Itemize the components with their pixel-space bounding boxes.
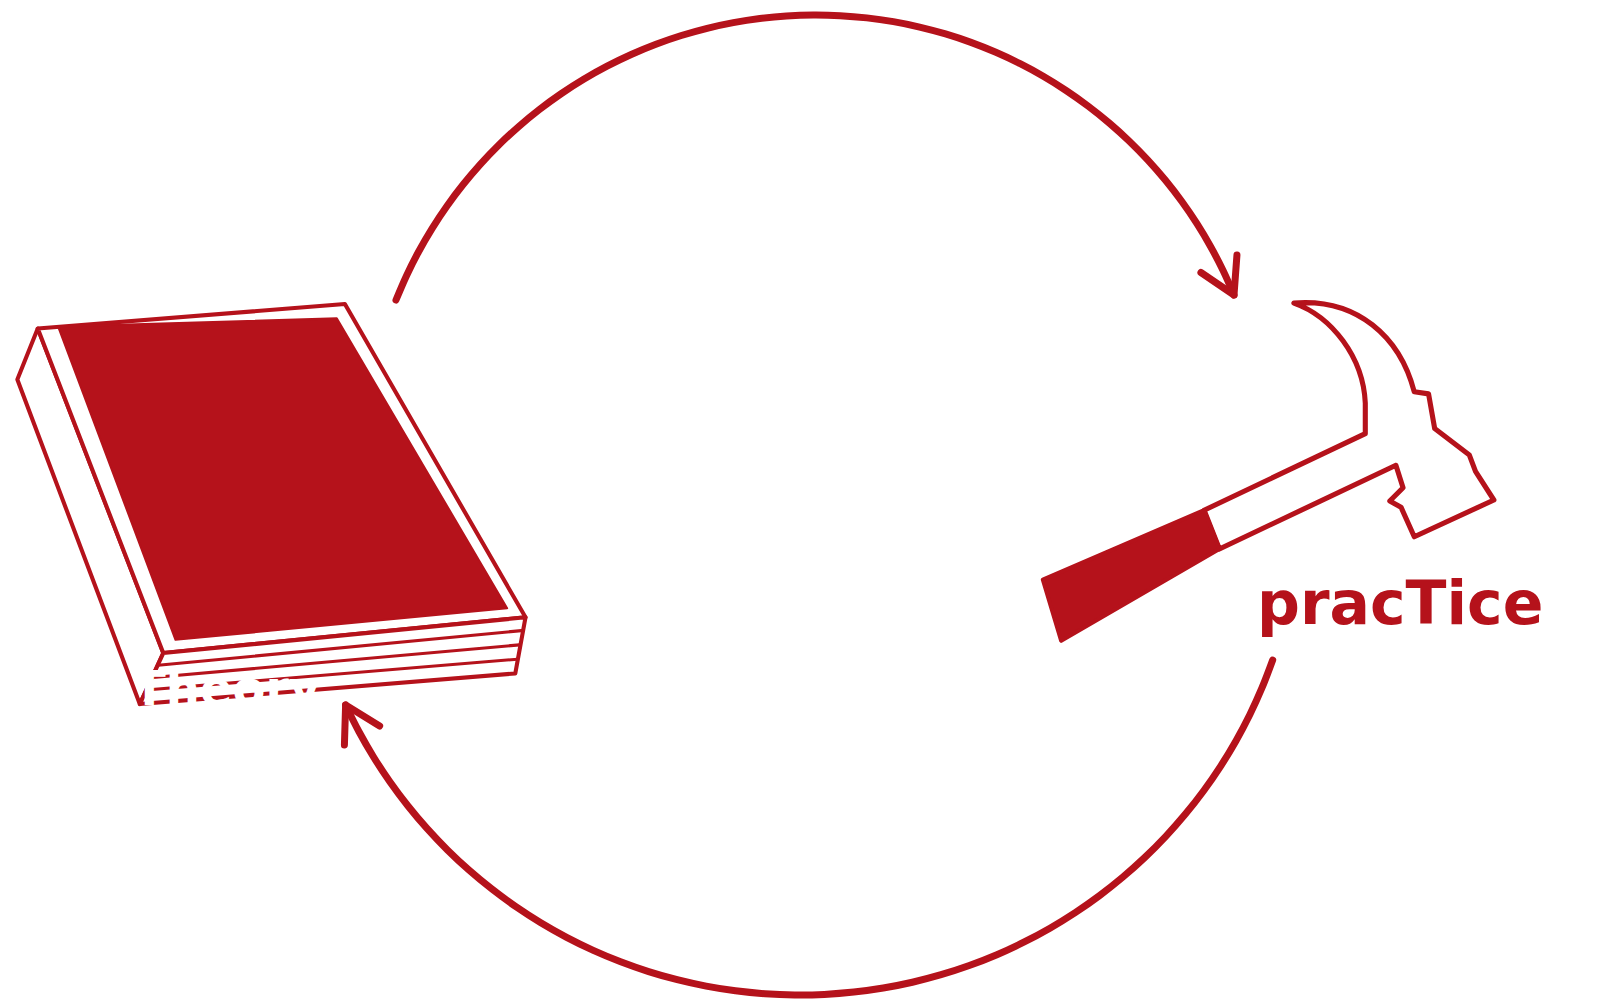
- cycle-connector: [396, 15, 1234, 300]
- hammer-grip: [1043, 510, 1220, 641]
- connector-group: [344, 15, 1272, 995]
- practice-label: pracTice: [1257, 573, 1543, 633]
- arrow-head: [1201, 255, 1237, 295]
- book-title: Theory: [133, 664, 320, 712]
- book-cover-border: [38, 304, 526, 653]
- book-illustration: [17, 304, 525, 704]
- book-spine: [17, 329, 163, 705]
- book-node: Theory: [18, 300, 528, 705]
- book-cover: [58, 318, 507, 639]
- illustration: [17, 303, 1494, 704]
- cycle-arrow: [396, 15, 1237, 300]
- hammer-head: [1204, 303, 1494, 549]
- page-line: [158, 631, 521, 666]
- cycle-arrow: [344, 660, 1272, 995]
- arrow-head: [344, 705, 379, 745]
- cycle-connector: [346, 660, 1273, 995]
- hammer-node: pracTice: [1035, 295, 1595, 660]
